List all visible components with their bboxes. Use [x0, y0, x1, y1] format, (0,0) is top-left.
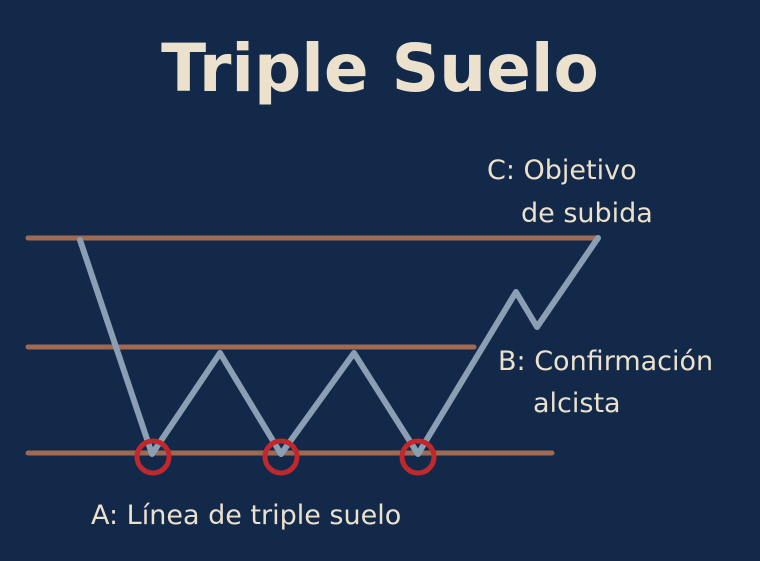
third-bottom-marker [399, 438, 437, 476]
confirmation-label-line2: alcista [533, 388, 621, 419]
target-label-line1: C: Objetivo [487, 155, 637, 186]
diagram-title: Triple Suelo [161, 30, 599, 107]
price-path [77, 235, 601, 457]
confirmation-label-line1: B: Confirmación [498, 346, 714, 377]
support-label: A: Línea de triple suelo [91, 500, 402, 531]
target-label-line2: de subida [521, 198, 653, 229]
first-bottom-marker [134, 438, 172, 476]
second-bottom-marker [262, 438, 300, 476]
